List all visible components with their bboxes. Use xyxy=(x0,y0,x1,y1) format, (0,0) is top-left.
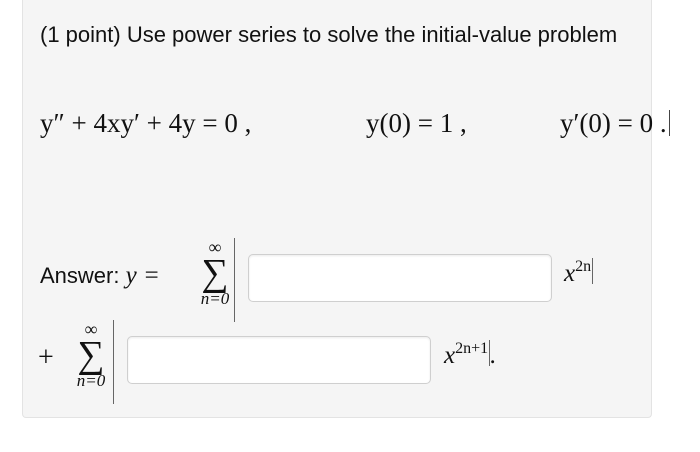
plus-sign: + xyxy=(38,342,54,373)
y-equals: y = xyxy=(125,262,160,289)
sum1-lower-limit: n=0 xyxy=(200,289,230,308)
summation-1: ∞ ∑ n=0 xyxy=(190,238,240,308)
term1-cursor xyxy=(592,258,594,284)
sum1-bar xyxy=(234,238,235,322)
problem-prompt: (1 point) Use power series to solve the … xyxy=(40,22,618,47)
sigma-icon: ∑ xyxy=(201,252,229,294)
sum2-bar xyxy=(113,320,114,404)
term-x-2n: x2n xyxy=(564,258,594,288)
initial-condition-yprime: y′(0) = 0 . xyxy=(560,108,667,138)
answer-input-odd[interactable] xyxy=(127,336,431,384)
sum2-upper-limit: ∞ xyxy=(84,319,98,339)
sum1-upper-limit: ∞ xyxy=(208,237,222,257)
answer-label: Answer: xyxy=(40,263,120,288)
term2-exponent: 2n+1 xyxy=(455,340,489,357)
term1-base: x xyxy=(564,260,576,287)
sum2-lower-limit: n=0 xyxy=(76,371,106,390)
answer-label-wrap: Answer: y = xyxy=(40,262,160,290)
answer-input-even[interactable] xyxy=(248,254,552,302)
term1-exponent: 2n xyxy=(575,258,592,275)
term2-period: . xyxy=(490,342,497,369)
term2-base: x xyxy=(444,342,456,369)
initial-condition-y: y(0) = 1 , xyxy=(366,108,467,138)
cursor-mark xyxy=(668,110,670,136)
sigma-icon: ∑ xyxy=(77,334,105,376)
summation-2: ∞ ∑ n=0 xyxy=(66,320,116,390)
term-x-2n-plus-1: x2n+1. xyxy=(444,340,496,370)
initial-condition-yprime-wrap: y′(0) = 0 . xyxy=(560,108,670,139)
term2-cursor xyxy=(489,340,491,366)
differential-equation: y″ + 4xy′ + 4y = 0 , xyxy=(40,108,252,138)
